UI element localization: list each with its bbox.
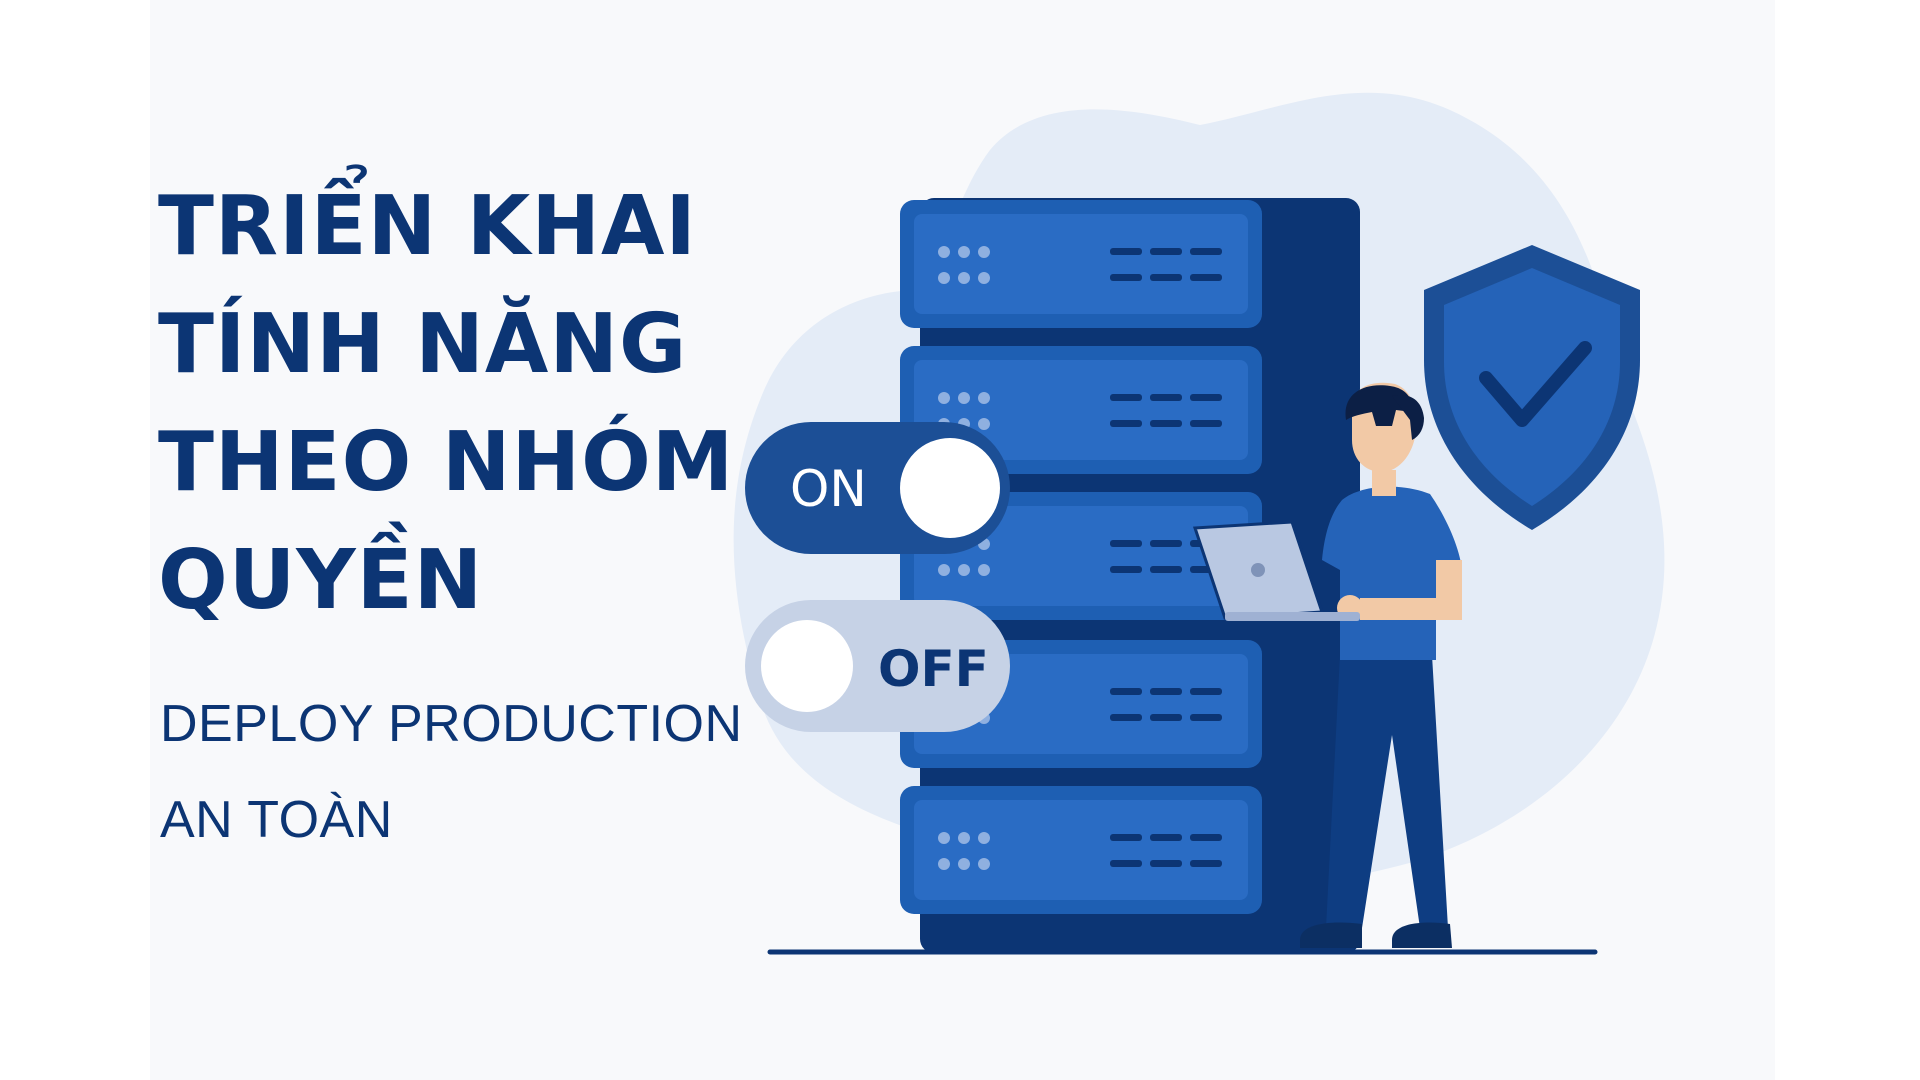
server-unit bbox=[900, 786, 1262, 914]
headline: TRIỂN KHAI TÍNH NĂNG THEO NHÓM QUYỀN bbox=[158, 168, 734, 640]
headline-line-2: TÍNH NĂNG bbox=[158, 297, 688, 392]
headline-line-3: THEO NHÓM bbox=[158, 415, 735, 510]
headline-line-1: TRIỂN KHAI bbox=[158, 179, 697, 274]
subheadline: DEPLOY PRODUCTION AN TOÀN bbox=[160, 676, 743, 868]
subheadline-line-1: DEPLOY PRODUCTION bbox=[160, 695, 743, 753]
server-rack-icon bbox=[900, 198, 1360, 953]
on-toggle[interactable]: ON bbox=[745, 422, 1010, 554]
subheadline-line-2: AN TOÀN bbox=[160, 791, 393, 849]
shield-check-icon bbox=[1424, 245, 1640, 530]
on-toggle-knob bbox=[900, 438, 1000, 538]
off-toggle-label: OFF bbox=[878, 640, 989, 698]
headline-line-4: QUYỀN bbox=[158, 533, 484, 628]
server-unit bbox=[900, 200, 1262, 328]
off-toggle[interactable]: OFF bbox=[745, 600, 1010, 732]
on-toggle-label: ON bbox=[790, 460, 867, 518]
off-toggle-knob bbox=[761, 620, 853, 712]
developer-with-laptop-illustration bbox=[1192, 382, 1462, 948]
